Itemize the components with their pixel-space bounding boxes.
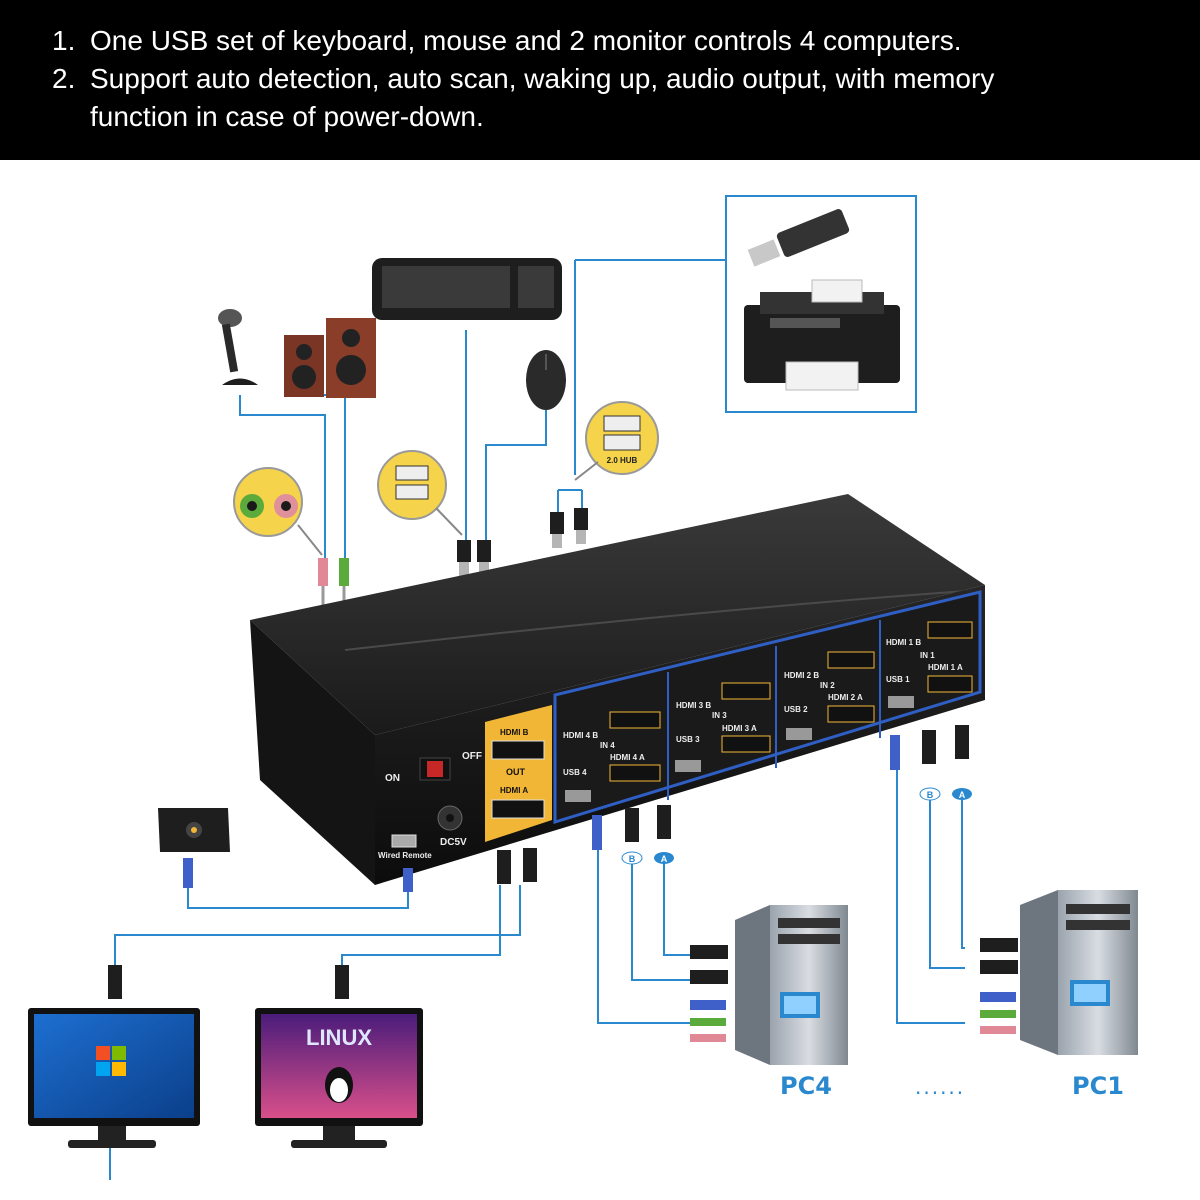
feature-banner: 1.One USB set of keyboard, mouse and 2 m… <box>0 0 1200 160</box>
in2-hdmi-a-port <box>827 705 875 723</box>
usb-km-port-icon <box>377 450 447 520</box>
in4-usb-port <box>565 790 591 802</box>
out-label: OUT <box>506 767 526 777</box>
pc1-label: PC1 <box>1072 1072 1124 1100</box>
out-hdmi-a-label: HDMI A <box>500 786 528 795</box>
power-switch <box>419 757 451 781</box>
feature-2: 2.Support auto detection, auto scan, wak… <box>52 63 995 94</box>
pc-ellipsis: ...... <box>915 1075 966 1099</box>
pc4-label: PC4 <box>780 1072 832 1100</box>
mouse-icon <box>526 350 566 410</box>
in1-usb-label: USB 1 <box>886 675 910 684</box>
in2-label: IN 2 <box>820 681 835 690</box>
connection-diagram: 2.0 HUB <box>28 195 1138 1180</box>
in4-hdmi-a-label: HDMI 4 A <box>610 753 645 762</box>
power-label: DC5V <box>440 837 467 848</box>
audio-jacks-icon <box>233 467 303 537</box>
pc1-tower-icon <box>980 890 1138 1055</box>
switch-off-label: OFF <box>462 751 482 762</box>
cable-badges: B A B A <box>621 787 972 865</box>
in1-usb-port <box>888 696 914 708</box>
pc4-tower-icon <box>690 905 848 1065</box>
feature-2-continued: function in case of power-down. <box>90 101 484 132</box>
wired-remote-icon <box>158 808 413 892</box>
in2-hdmi-b-port <box>827 651 875 669</box>
in4-label: IN 4 <box>600 741 615 750</box>
in1-hdmi-a-label: HDMI 1 A <box>928 663 963 672</box>
wired-remote-port <box>391 834 417 848</box>
bottom-hdmi-cables <box>497 725 969 884</box>
in4-usb-label: USB 4 <box>563 768 587 777</box>
in3-hdmi-b-port <box>721 682 771 700</box>
out-hdmi-b-label: HDMI B <box>500 728 529 737</box>
peripheral-box <box>725 195 917 413</box>
badge-b-left: B <box>629 854 636 864</box>
linux-logo-text: LINUX <box>306 1025 372 1050</box>
badge-a-right: A <box>959 790 966 800</box>
usb-hub-icon: 2.0 HUB <box>585 401 659 475</box>
kvm-switch: ON OFF DC5V Wired Remote HDMI B OUT HDMI… <box>250 494 985 885</box>
monitor-windows-icon <box>28 965 200 1148</box>
in3-label: IN 3 <box>712 711 727 720</box>
hub-label: 2.0 HUB <box>607 456 638 465</box>
out-hdmi-a-port <box>491 799 545 819</box>
in2-hdmi-a-label: HDMI 2 A <box>828 693 863 702</box>
switch-on-label: ON <box>385 773 400 784</box>
in1-hdmi-b-label: HDMI 1 B <box>886 638 921 647</box>
remote-port-label: Wired Remote <box>378 851 432 860</box>
speakers-icon <box>284 318 376 398</box>
in3-usb-label: USB 3 <box>676 735 700 744</box>
in3-usb-port <box>675 760 701 772</box>
badge-b-right: B <box>927 790 934 800</box>
microphone-icon <box>218 309 258 385</box>
monitor-linux-icon: LINUX <box>255 965 423 1148</box>
badge-a-left: A <box>661 854 668 864</box>
in2-hdmi-b-label: HDMI 2 B <box>784 671 819 680</box>
out-hdmi-b-port <box>491 740 545 760</box>
in2-usb-port <box>786 728 812 740</box>
in1-label: IN 1 <box>920 651 935 660</box>
in1-hdmi-a-port <box>927 675 973 693</box>
in2-usb-label: USB 2 <box>784 705 808 714</box>
in4-hdmi-b-port <box>609 711 661 729</box>
printer-icon <box>744 279 900 391</box>
in3-hdmi-b-label: HDMI 3 B <box>676 701 711 710</box>
in4-hdmi-a-port <box>609 764 661 782</box>
keyboard-icon <box>372 258 562 320</box>
in4-hdmi-b-label: HDMI 4 B <box>563 731 598 740</box>
usb-flash-drive-icon <box>747 209 850 267</box>
in3-hdmi-a-port <box>721 735 771 753</box>
top-cables <box>318 508 588 608</box>
feature-1: 1.One USB set of keyboard, mouse and 2 m… <box>52 25 962 56</box>
in3-hdmi-a-label: HDMI 3 A <box>722 724 757 733</box>
in1-hdmi-b-port <box>927 621 973 639</box>
dc-power-jack <box>437 805 463 831</box>
